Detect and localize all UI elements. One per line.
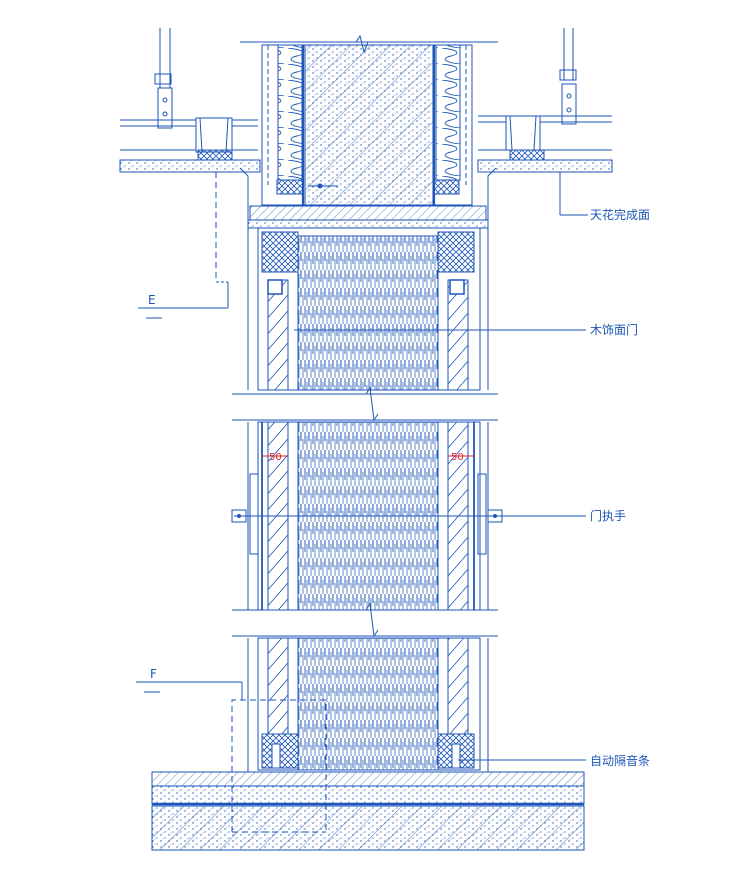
label-ceiling-finish: 天花完成面 [590, 207, 650, 222]
door-head-casing [239, 167, 497, 229]
label-seal-strip: 自动隔音条 [590, 753, 650, 768]
label-wood-door: 木饰面门 [590, 322, 638, 337]
ceiling-left [119, 28, 261, 282]
ceiling-right [477, 28, 613, 216]
section-mark-f [136, 681, 243, 700]
section-label-e: E [148, 293, 156, 307]
wood-door-leaf [231, 227, 503, 772]
dimension-left: 50 [269, 452, 282, 463]
concrete-wall [240, 34, 498, 206]
label-door-handle: 门执手 [590, 508, 626, 523]
section-label-f: F [150, 667, 157, 681]
leader-lines [240, 329, 586, 761]
dimension-right: 50 [451, 452, 464, 463]
floor-slab [151, 771, 585, 851]
section-mark-e [138, 281, 229, 319]
